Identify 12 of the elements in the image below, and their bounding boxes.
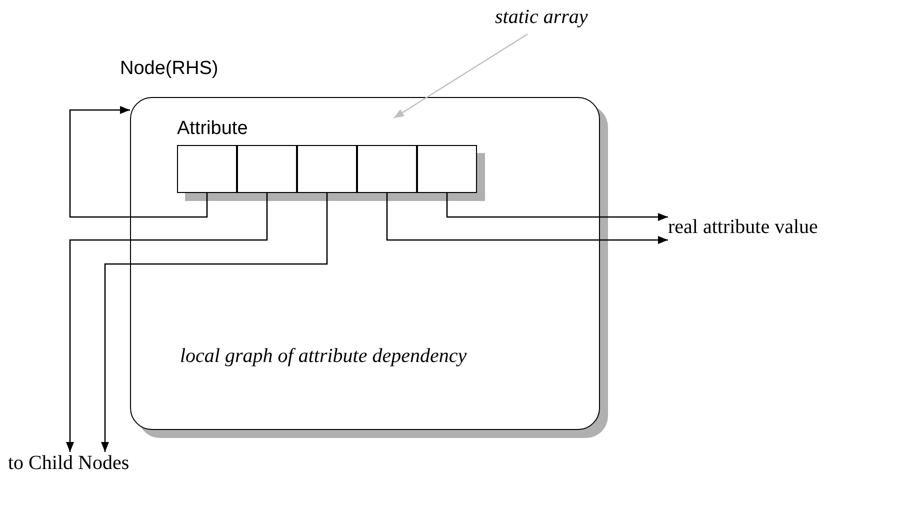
arrow [101, 193, 328, 452]
node-title: Node(RHS) [120, 58, 218, 80]
arrow [386, 193, 668, 244]
arrow [446, 193, 668, 221]
target-label: real attribute value [668, 216, 903, 242]
target-label: to Child Nodes [8, 452, 193, 478]
annotation-text: static array [495, 6, 605, 34]
array-label: Attribute [177, 118, 248, 140]
arrow [69, 106, 208, 218]
box-caption: local graph of attribute dependency [180, 345, 467, 368]
arrow [66, 193, 268, 452]
leader-line [394, 33, 528, 119]
